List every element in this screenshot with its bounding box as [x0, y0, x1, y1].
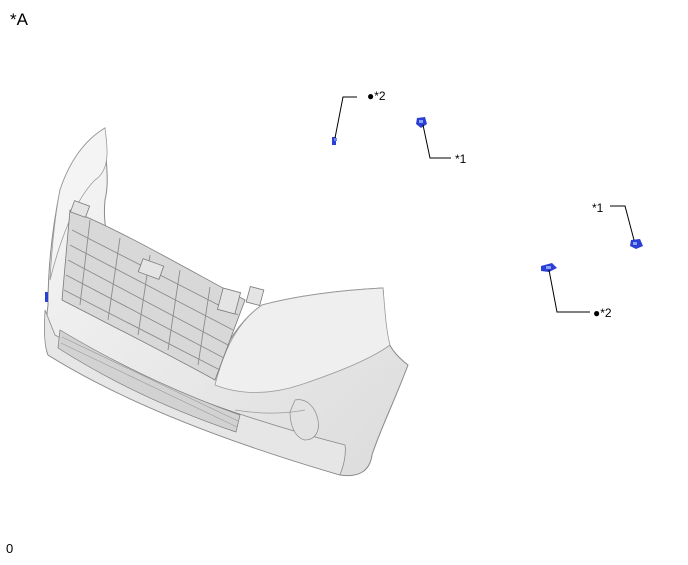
callout-label: ●*2 — [593, 306, 612, 320]
part-1-right — [630, 239, 643, 249]
upper-grille — [61, 209, 246, 381]
fog-lamp-recess — [289, 399, 319, 441]
grille-slats — [63, 219, 239, 371]
leader-line-c2 — [422, 124, 451, 159]
callout-label: *1 — [455, 152, 467, 166]
part-2-upper — [332, 137, 337, 145]
part-2-right — [541, 263, 557, 272]
view-label: *A — [10, 10, 28, 29]
leader-line-c4 — [548, 269, 590, 313]
leader-line-c1 — [334, 96, 357, 139]
bumper-trim-line — [234, 409, 306, 414]
bumper-right-wing — [214, 287, 391, 393]
leader-lines — [334, 96, 635, 313]
part-1-upper — [416, 117, 427, 128]
callout-label: ●*2 — [367, 89, 386, 103]
lower-grille-slats — [60, 336, 239, 428]
bumper-left-side — [49, 127, 108, 281]
grille-brackets — [69, 200, 265, 315]
front-bumper-illustration — [44, 127, 409, 477]
callout-label: *1 — [592, 201, 604, 215]
left-edge-marker — [45, 292, 48, 302]
leader-line-c3 — [610, 205, 635, 241]
page-code: 0 — [6, 541, 14, 556]
